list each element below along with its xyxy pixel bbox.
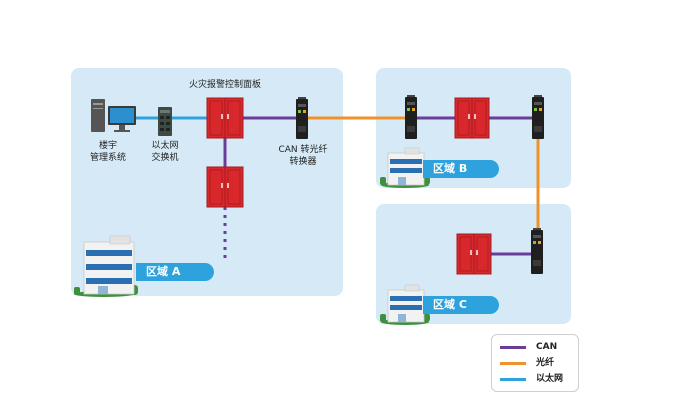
ethernet-switch-label-line2: 交换机 — [151, 153, 179, 163]
building-icon-b — [380, 147, 430, 188]
legend-swatch-can — [500, 346, 526, 349]
building-mgmt-label: 楼宇 管理系统 — [83, 140, 133, 164]
fire-panel-title: 火灾报警控制面板 — [188, 80, 261, 90]
can-converter-label-line2: 转换器 — [289, 157, 317, 167]
building-icon-c — [380, 284, 430, 325]
legend-label-fiber: 光纤 — [536, 358, 555, 368]
ethernet-switch-label: 以太网 交换机 — [142, 140, 188, 164]
can-fiber-converter-a — [296, 97, 308, 139]
ethernet-switch-label-line1: 以太网 — [151, 141, 179, 151]
legend-swatch-fiber — [500, 362, 526, 365]
can-converter-label: CAN 转光纤 转换器 — [270, 144, 336, 168]
can-fiber-converter-b2 — [532, 95, 544, 139]
fire-alarm-panel-c — [456, 233, 492, 275]
can-converter-label-line1: CAN 转光纤 — [278, 145, 328, 155]
can-fiber-converter-c — [531, 228, 543, 274]
legend-label-can: CAN — [536, 342, 558, 352]
legend: CAN 光纤 以太网 — [491, 334, 579, 392]
ethernet-switch-icon — [158, 107, 172, 136]
legend-label-ethernet: 以太网 — [536, 374, 564, 384]
zone-b-tag: 区域 B — [423, 160, 499, 178]
zone-a-tag: 区域 A — [136, 263, 214, 281]
computer-icon — [91, 99, 136, 132]
building-mgmt-label-line1: 楼宇 — [98, 141, 117, 151]
fire-alarm-panel-a-secondary — [206, 166, 244, 208]
fire-alarm-panel-a-main — [206, 97, 244, 139]
fire-alarm-panel-b — [454, 97, 490, 139]
building-icon-a — [74, 235, 138, 297]
building-mgmt-label-line2: 管理系统 — [89, 153, 126, 163]
legend-swatch-ethernet — [500, 378, 526, 381]
can-fiber-converter-b1 — [405, 95, 417, 139]
zone-c-tag: 区域 C — [423, 296, 499, 314]
